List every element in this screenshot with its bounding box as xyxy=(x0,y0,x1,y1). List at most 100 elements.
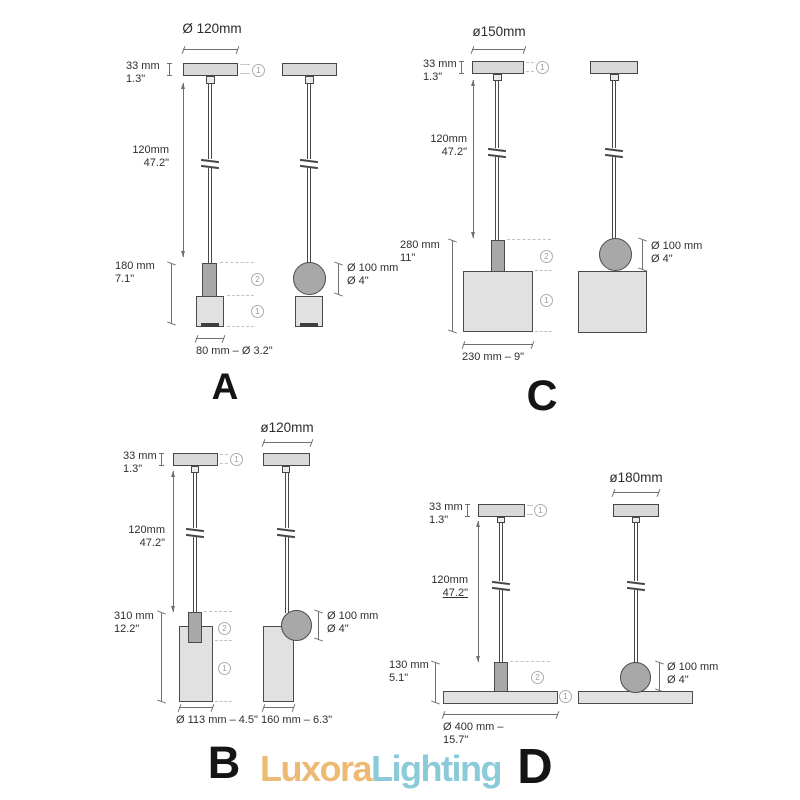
cable-connector xyxy=(610,74,619,81)
extension-dash xyxy=(215,640,232,641)
cable-connector xyxy=(493,74,502,81)
diameter-dimension-line xyxy=(472,49,525,50)
canopy xyxy=(183,63,238,76)
drop-length-line xyxy=(476,521,480,662)
body-width-label: 230 mm – 9" xyxy=(462,351,524,363)
part-marker-2: 2 xyxy=(218,622,231,635)
group-label-a: A xyxy=(211,366,239,407)
suspension-cable xyxy=(499,523,503,663)
part-marker-1: 1 xyxy=(230,453,243,466)
body-width-label: Ø 400 mm –15.7" xyxy=(443,721,504,746)
sphere-shade xyxy=(281,610,312,641)
part-marker-1: 1 xyxy=(559,690,572,703)
cable-break-symbol xyxy=(605,148,623,157)
canopy xyxy=(478,504,525,517)
extension-dash xyxy=(535,270,552,271)
part-marker-2: 2 xyxy=(251,273,264,286)
cable-connector xyxy=(206,76,215,84)
body-width-line xyxy=(443,714,558,715)
body-height-line xyxy=(452,240,453,332)
body-width-label-2: 160 mm – 6.3" xyxy=(261,714,333,726)
extension-dash xyxy=(227,326,254,327)
canopy xyxy=(590,61,638,74)
cable-connector xyxy=(632,517,640,523)
logo-suffix: Lighting xyxy=(371,748,502,789)
diameter-label: ø120mm xyxy=(260,420,314,435)
canopy-extension-dash xyxy=(240,73,250,74)
drop-length-line xyxy=(181,83,185,257)
suspension-cable xyxy=(285,473,289,613)
canopy-extension-dash xyxy=(526,71,534,72)
shade-socket xyxy=(494,662,508,692)
diameter-dimension-line xyxy=(263,442,312,443)
extension-dash xyxy=(535,331,552,332)
canopy-extension-dash xyxy=(240,64,250,65)
shade-body xyxy=(463,271,533,332)
shade-body xyxy=(578,271,647,333)
diameter-dimension-line xyxy=(613,492,659,493)
part-marker-1: 1 xyxy=(536,61,549,74)
part-marker-2: 2 xyxy=(531,671,544,684)
cable-break-symbol xyxy=(277,528,295,537)
suspension-cable xyxy=(208,84,212,263)
group-label-c: C xyxy=(526,372,558,420)
part-marker-1: 1 xyxy=(252,64,265,77)
diameter-dimension-line xyxy=(183,49,238,50)
suspension-cable xyxy=(307,84,311,263)
group-label-d: D xyxy=(517,740,553,794)
part-marker-1: 1 xyxy=(218,662,231,675)
cable-break-symbol xyxy=(492,581,510,590)
cable-connector xyxy=(497,517,505,523)
body-height-line xyxy=(161,612,162,702)
extension-dash xyxy=(510,661,550,662)
shade-base-band xyxy=(201,323,219,327)
extension-dash xyxy=(204,611,232,612)
cable-break-symbol xyxy=(201,159,219,168)
shade-socket xyxy=(491,240,505,272)
extension-dash xyxy=(220,262,254,263)
extension-dash xyxy=(215,701,232,702)
shade-socket xyxy=(188,612,202,643)
suspension-cable xyxy=(634,523,638,663)
canopy xyxy=(613,504,659,517)
body-width-line xyxy=(263,707,294,708)
cable-break-symbol xyxy=(186,528,204,537)
extension-dash xyxy=(227,295,254,296)
canopy-extension-dash xyxy=(220,454,228,455)
shade-body xyxy=(443,691,558,704)
sphere-diameter-line xyxy=(659,662,660,691)
body-width-line xyxy=(463,344,533,345)
logo: LuxoraLighting xyxy=(260,748,502,790)
shade-socket xyxy=(202,263,217,297)
canopy-height-line xyxy=(167,63,172,76)
body-height-line xyxy=(435,662,436,703)
canopy-height-line xyxy=(459,61,464,74)
canopy-extension-dash xyxy=(527,514,533,515)
canopy xyxy=(472,61,524,74)
part-marker-2: 2 xyxy=(540,250,553,263)
cable-break-symbol xyxy=(488,148,506,157)
sphere-shade xyxy=(620,662,651,693)
group-label-b: B xyxy=(207,737,241,788)
extension-dash xyxy=(507,239,551,240)
suspension-cable xyxy=(495,81,499,240)
canopy-extension-dash xyxy=(220,463,228,464)
part-marker-1: 1 xyxy=(534,504,547,517)
sphere-shade xyxy=(293,262,326,295)
canopy xyxy=(263,453,310,466)
canopy-height-line xyxy=(465,504,470,517)
drop-length-line xyxy=(471,80,475,238)
shade-base-band xyxy=(300,323,318,327)
cable-connector xyxy=(191,466,199,473)
shade-body xyxy=(179,626,213,702)
canopy-height-line xyxy=(159,453,164,466)
